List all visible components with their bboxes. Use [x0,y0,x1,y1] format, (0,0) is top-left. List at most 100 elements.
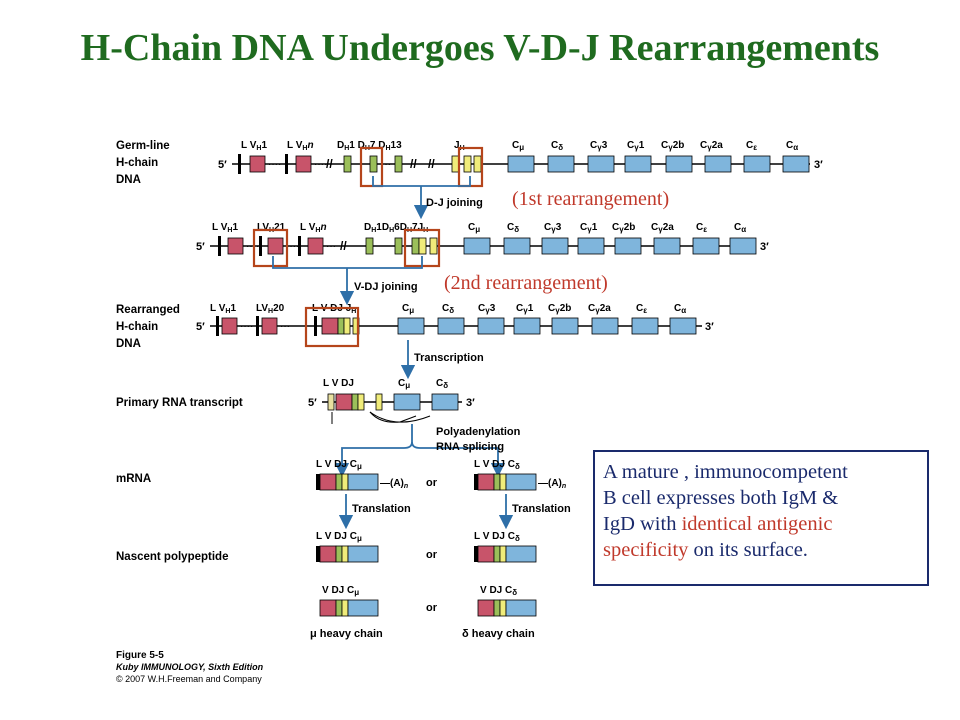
callout-line: B cell expresses both IgM & [603,487,839,509]
callout-line: IgD with identical antigenic [603,511,919,537]
svg-text:····: ···· [240,321,253,332]
svg-text:Cε: Cε [636,303,647,315]
svg-text:Cα: Cα [734,222,746,234]
svg-text:DH1DH6DH7JH: DH1DH6DH7JH [364,222,428,234]
svg-text:L VHn: L VHn [300,222,327,234]
svg-text:Cμ: Cμ [512,140,524,152]
callout-box: A mature , immunocompetent B cell expres… [593,450,929,586]
or-label: or [426,549,438,561]
translation-label-mu: Translation [352,503,411,515]
polyadenylation-label: Polyadenylation [436,426,521,438]
svg-text:L VH1: L VH1 [241,140,267,152]
svg-text:V DJ Cδ: V DJ Cδ [480,585,517,597]
callout-text: IgD with [603,513,682,535]
svg-text:5′: 5′ [196,241,205,253]
germline-label: Germ-line [116,140,170,152]
svg-text:© 2007 W.H.Freeman and Company: © 2007 W.H.Freeman and Company [116,674,262,684]
rearranged-label: Rearranged [116,304,180,316]
svg-text:····: ···· [314,159,327,170]
transcription-label: Transcription [414,352,484,364]
second-rearrangement-note: (2nd rearrangement) [444,272,608,294]
svg-text:Cμ: Cμ [398,378,410,390]
svg-text://: // [340,239,347,253]
svg-text:Kuby IMMUNOLOGY, Sixth Edition: Kuby IMMUNOLOGY, Sixth Edition [116,662,264,672]
svg-text:Cε: Cε [696,222,707,234]
svg-text:Figure 5-5: Figure 5-5 [116,650,164,661]
svg-text:—(A)n: —(A)n [538,478,566,490]
svg-text:Cγ1: Cγ1 [580,222,598,234]
nascent-polypeptide-row: Nascent polypeptide L V DJ Cμ or L V DJ … [116,531,537,563]
svg-text:Cε: Cε [746,140,757,152]
svg-text://: // [326,157,333,171]
svg-text:Cγ2b: Cγ2b [661,140,684,152]
svg-text:DH1 DH7 DH13: DH1 DH7 DH13 [337,140,402,152]
dj-rearranged-row: 5′ 3′ ···· ···· ··· // L VH1 LVH21 L VHn… [196,222,769,268]
rearranged-label: H-chain [116,321,158,333]
or-label: or [426,602,438,614]
v-segment-highlight [252,228,289,268]
vdj-joining-label: V-DJ joining [354,281,418,293]
svg-text:LVH20: LVH20 [256,303,285,315]
svg-text:Cμ: Cμ [468,222,480,234]
svg-text:L V DJ Cμ: L V DJ Cμ [316,459,362,471]
svg-text:L VH1: L VH1 [210,303,236,315]
primary-transcript-row: Primary RNA transcript 5′ 3′ L V DJ Cμ C… [116,378,475,424]
svg-text:···: ··· [280,321,290,332]
d-segment-highlight [359,146,384,188]
svg-text:V DJ Cμ: V DJ Cμ [322,585,359,597]
heavy-chain-row: V DJ Cμ or μ heavy chain V DJ Cδ δ heavy… [310,585,537,640]
svg-text:L V DJ Cδ: L V DJ Cδ [474,531,520,543]
rna-splicing-label: RNA splicing [436,441,504,453]
germline-label: DNA [116,174,141,186]
svg-text:LVH21: LVH21 [257,222,286,234]
svg-text:Cγ1: Cγ1 [627,140,645,152]
callout-highlight: identical antigenic [681,513,833,535]
svg-text:Cγ3: Cγ3 [544,222,562,234]
svg-text:····: ···· [246,241,259,252]
germline-label: H-chain [116,157,158,169]
svg-text:L V DJ Cμ: L V DJ Cμ [316,531,362,543]
mrna-label: mRNA [116,473,151,485]
nascent-polypeptide-label: Nascent polypeptide [116,551,228,563]
svg-text:Cα: Cα [786,140,798,152]
figure-caption: Figure 5-5 Kuby IMMUNOLOGY, Sixth Editio… [116,650,264,684]
svg-text:Cγ2b: Cγ2b [548,303,571,315]
svg-text:Cγ2a: Cγ2a [588,303,611,315]
svg-text:Cγ2a: Cγ2a [651,222,674,234]
svg-text:3′: 3′ [814,159,823,171]
callout-highlight: specificity [603,539,689,561]
svg-text:5′: 5′ [308,397,317,409]
primary-transcript-label: Primary RNA transcript [116,397,243,409]
callout-text: on its surface. [688,539,808,561]
mrna-row: mRNA —(A)n L V DJ Cμ or —(A)n L V DJ Cδ [116,459,566,491]
svg-text:Cδ: Cδ [436,378,448,390]
svg-text:Cγ2a: Cγ2a [700,140,723,152]
svg-text:Cγ1: Cγ1 [516,303,534,315]
mu-heavy-chain-label: μ heavy chain [310,628,383,640]
svg-text:···: ··· [381,159,391,170]
svg-text:Cμ: Cμ [402,303,414,315]
svg-text:3′: 3′ [466,397,475,409]
svg-text:5′: 5′ [218,159,227,171]
svg-text:Cδ: Cδ [442,303,454,315]
svg-text:L VH1: L VH1 [212,222,238,234]
first-rearrangement-note: (1st rearrangement) [512,188,670,210]
svg-text:···: ··· [326,241,336,252]
svg-text:····: ···· [268,159,281,170]
callout-line: A mature , immunocompetent [603,461,848,483]
rearranged-label: DNA [116,338,141,350]
germline-dna-row: Germ-line H-chain DNA 5′ 3′ ···· ···· //… [116,140,823,188]
rearranged-dna-row: Rearranged H-chain DNA 5′ 3′ ···· ··· L … [116,303,714,350]
svg-text:Cγ3: Cγ3 [590,140,608,152]
svg-text:L V DJ: L V DJ [323,378,354,389]
svg-text:L VHn: L VHn [287,140,314,152]
slide-title: H-Chain DNA Undergoes V-D-J Rearrangemen… [80,27,880,69]
svg-text:3′: 3′ [760,241,769,253]
delta-heavy-chain-label: δ heavy chain [462,628,535,640]
svg-text:····: ···· [286,241,299,252]
svg-text:3′: 3′ [705,321,714,333]
or-label: or [426,477,438,489]
svg-text:Cγ2b: Cγ2b [612,222,635,234]
svg-text://: // [410,157,417,171]
